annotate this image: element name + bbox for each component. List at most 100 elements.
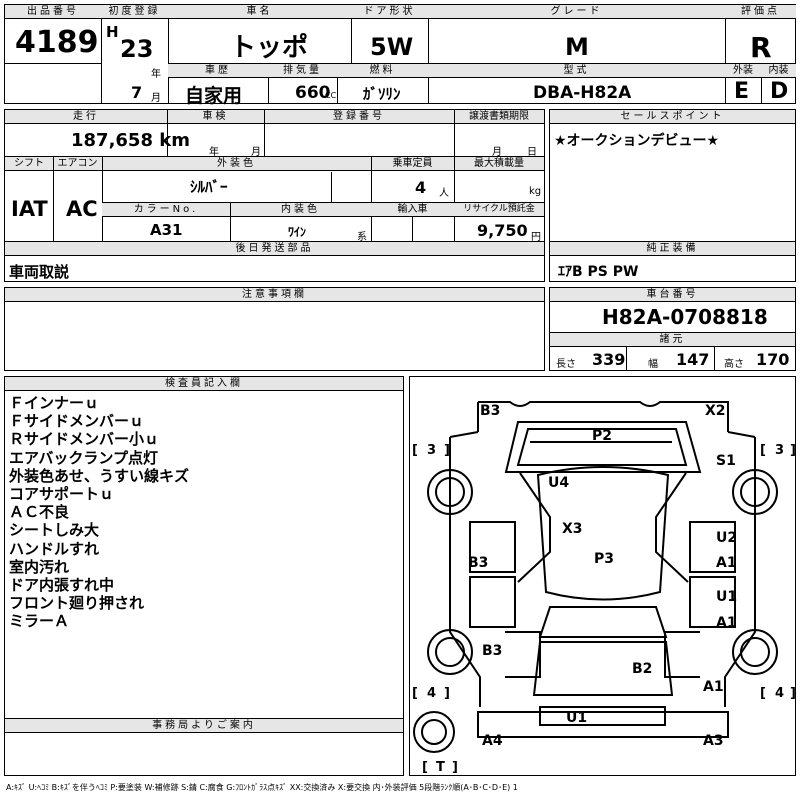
exterior-score: E [734,79,750,104]
right-door-rear [689,576,736,628]
height: 170 [756,350,790,369]
interior-color-label: 内装色 [230,203,371,217]
interior-color-unit: 系 [357,232,367,243]
damage-mark: P2 [592,428,612,444]
exterior-color-label: 外装色 [102,157,371,171]
damage-mark: U2 [716,530,737,546]
spare-tire-label: T [436,760,445,775]
car-name: トッポ [230,33,309,63]
right-side-outline [724,431,756,707]
car-diagram: B3 X2 P2 S1 U4 X3 U2 A1 B3 P3 U1 A1 B3 B… [412,401,795,775]
sales-point-text: ★オークションデビュー★ [554,133,720,149]
later-parts: 車両取説 [9,263,70,281]
windshield-outline [516,428,688,466]
equipment-label: 純正装備 [550,242,795,256]
left-rear-panel [505,631,541,678]
rear-plate-area [539,706,666,726]
recycle-fee-label: リサイクル預託金 [454,203,544,217]
chassis-number-label: 車台番号 [550,288,795,302]
roof-outline [536,466,670,601]
inspector-section: 検査員記入欄 Ｆインナーｕ Ｆサイドメンバーｕ Ｒサイドメンバー小ｕ エアバック… [4,376,404,776]
caution-label: 注意事項欄 [5,288,544,302]
interior-label: 内装 [761,64,796,78]
spare-tire-inner [421,719,447,745]
fuel: ｶﾞｿﾘﾝ [363,85,401,103]
rear-left-wheel [427,629,473,675]
color-number: A31 [150,221,183,239]
rear-right-wheel-inner [740,637,770,667]
exterior-color: ｼﾙﾊﾞｰ [190,178,228,196]
recycle-fee: 9,750 [477,221,528,240]
era: H [106,23,119,41]
lot-number: 4189 [15,25,99,60]
damage-mark: B3 [482,643,502,659]
tire-depth-rear-right: 4 [775,686,784,701]
front-bumper-outline [477,401,729,432]
max-load-label: 最大積載量 [454,157,544,171]
tire-bracket: [ [412,443,418,458]
note-line: エアバックランプ点灯 [9,448,158,467]
office-notice-label: 事務局よりご案内 [5,719,403,733]
note-line: ミラーＡ [9,612,70,631]
left-door-front [469,521,516,573]
length: 339 [592,350,626,369]
note-line: ハンドルすれ [9,539,100,558]
cabin-outline [517,472,689,583]
max-load-unit: kg [529,186,542,197]
front-left-wheel [427,469,473,515]
caution-section: 注意事項欄 [4,287,545,371]
hood-outline [504,421,702,473]
capacity-label: 乗車定員 [371,157,454,171]
ac-label: エアコン [53,157,102,171]
specs-label: 諸元 [550,333,795,347]
transfer-month-unit: 月 [492,147,502,158]
header-section: 出品番号 初度登録 車名 ドア形状 グレード 評価点 4189 H 23 年 ト… [4,4,796,107]
exterior-label: 外装 [725,64,761,78]
import-label: 輸入車 [371,203,454,217]
damage-mark: B3 [480,403,500,419]
damage-mark: B3 [468,555,488,571]
rear-bumper-outline [477,711,729,738]
registration-year: 23 [120,35,154,63]
damage-mark: U1 [716,589,737,605]
tire-bracket: ] [444,443,450,458]
transfer-day-unit: 日 [527,147,537,158]
rear-left-wheel-inner [435,637,465,667]
info-section: 走行 車検 登録番号 譲渡書類期限 187,658 km 年 月 月 日 シフト… [4,109,545,282]
rear-window-outline [538,606,668,638]
right-door-front [689,521,736,573]
inspection-month-unit: 月 [251,147,261,158]
model-label: 型式 [428,64,725,78]
registration-month: 7 [131,83,143,102]
tire-depth-front-right: 3 [775,443,784,458]
tire-depth-front-left: 3 [427,443,436,458]
score: R [750,31,772,64]
tire-bracket: [ [412,686,418,701]
damage-mark: P3 [594,551,614,567]
left-door-rear [469,576,516,628]
recycle-fee-unit: 円 [531,232,541,243]
sales-point-section: セールスポイント ★オークションデビュー★ 純正装備 ｴｱB PS PW [549,109,796,282]
door-label: ドア形状 [351,5,428,19]
damage-mark: A1 [716,555,737,571]
door-type: 5W [370,33,414,61]
note-line: ドア内張すれ中 [9,576,115,595]
air-conditioner: AC [66,197,98,221]
car-diagram-section: B3 X2 P2 S1 U4 X3 U2 A1 B3 P3 U1 A1 B3 B… [409,376,796,776]
displacement-label: 排気量 [268,64,337,78]
damage-mark: A3 [703,733,724,749]
width-label: 幅 [648,359,658,370]
damage-mark: A4 [482,733,503,749]
front-right-wheel-inner [740,477,770,507]
interior-score: D [770,79,789,104]
inspector-label: 検査員記入欄 [5,377,403,391]
year-unit: 年 [151,69,161,80]
history: 自家用 [185,85,243,107]
note-line: Ｆサイドメンバーｕ [9,412,145,431]
registration-number-label: 登録番号 [264,110,454,124]
height-label: 高さ [724,359,744,370]
capacity: 4 [415,178,427,197]
shift: IAT [11,197,48,221]
car-name-label: 車名 [168,5,351,19]
damage-legend: A:ｷｽﾞ U:ﾍｺﾐ B:ｷｽﾞを伴うﾍｺﾐ P:要塗装 W:補修跡 S:錆 … [6,783,518,792]
